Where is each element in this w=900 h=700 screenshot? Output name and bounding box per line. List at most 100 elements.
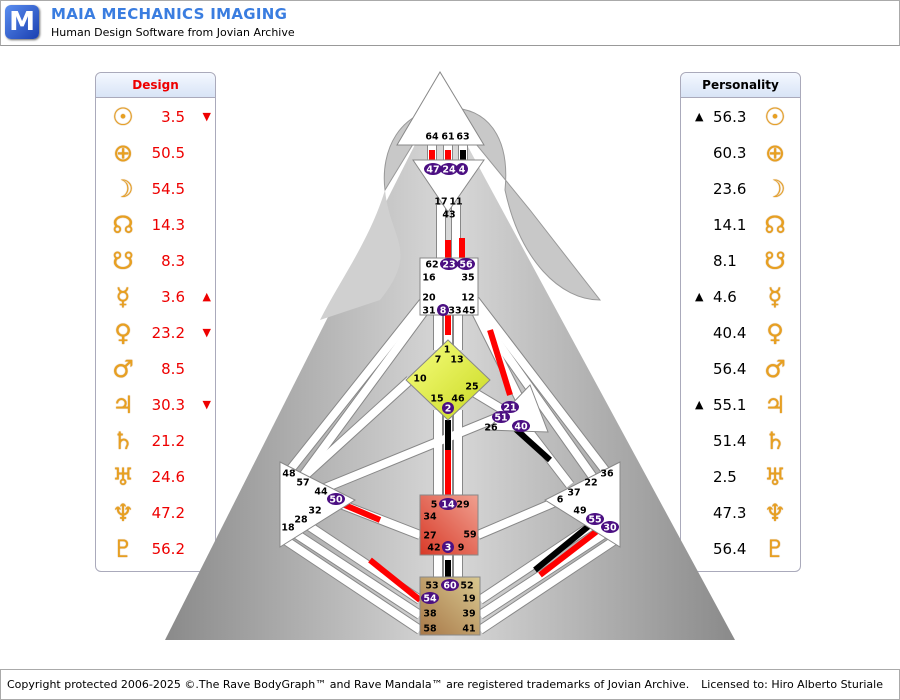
gate-56[interactable]: 56 <box>457 258 475 271</box>
venus-icon: ♀ <box>766 319 784 347</box>
gate-11[interactable]: 11 <box>449 197 462 208</box>
gate-badge <box>457 258 475 270</box>
planet-value: 47.2 <box>151 504 185 522</box>
gate-number: 42 <box>427 543 440 554</box>
gate-8[interactable]: 8 <box>437 304 449 317</box>
spleen-center <box>279 461 357 548</box>
gate-7[interactable]: 7 <box>435 355 442 366</box>
gate-number: 15 <box>430 394 443 405</box>
gate-19[interactable]: 19 <box>462 594 475 605</box>
gate-60[interactable]: 60 <box>441 579 459 592</box>
planet-value: 3.5 <box>161 108 185 126</box>
gate-number: 19 <box>462 594 475 605</box>
gate-64[interactable]: 64 <box>425 132 439 143</box>
gate-29[interactable]: 29 <box>456 500 469 511</box>
planet-value: 23.2 <box>151 324 185 342</box>
planet-row-uranus: ♅24.6 <box>96 459 215 495</box>
gate-32[interactable]: 32 <box>308 506 321 517</box>
planet-row-earth: ⊕60.3 <box>681 135 800 171</box>
gate-30[interactable]: 30 <box>601 521 619 534</box>
gate-44[interactable]: 44 <box>314 487 328 498</box>
gate-2[interactable]: 2 <box>442 402 454 415</box>
gate-17[interactable]: 17 <box>434 197 447 208</box>
gate-35[interactable]: 35 <box>461 273 474 284</box>
gate-badge <box>439 498 457 510</box>
gate-22[interactable]: 22 <box>584 478 597 489</box>
gate-39[interactable]: 39 <box>462 609 475 620</box>
gate-10[interactable]: 10 <box>413 374 427 385</box>
gate-number: 28 <box>294 515 308 526</box>
gate-13[interactable]: 13 <box>450 355 463 366</box>
gate-28[interactable]: 28 <box>294 515 308 526</box>
gate-4[interactable]: 4 <box>456 163 468 176</box>
gate-58[interactable]: 58 <box>423 624 437 635</box>
gate-42[interactable]: 42 <box>427 543 440 554</box>
gate-25[interactable]: 25 <box>465 382 478 393</box>
gate-62[interactable]: 62 <box>425 260 438 271</box>
gate-61[interactable]: 61 <box>441 132 454 143</box>
planet-row-saturn: ♄51.4 <box>681 423 800 459</box>
gate-26[interactable]: 26 <box>484 423 498 434</box>
gate-37[interactable]: 37 <box>567 488 580 499</box>
gate-badge <box>442 402 454 414</box>
venus-icon: ♀ <box>114 319 132 347</box>
gate-43[interactable]: 43 <box>442 210 455 221</box>
gate-6[interactable]: 6 <box>557 495 564 506</box>
gate-21[interactable]: 21 <box>501 401 519 414</box>
gate-27[interactable]: 27 <box>423 531 436 542</box>
uranus-icon: ♅ <box>764 463 786 491</box>
gate-24[interactable]: 24 <box>440 163 458 176</box>
gate-3[interactable]: 3 <box>442 541 454 554</box>
channel <box>282 536 423 634</box>
gate-50[interactable]: 50 <box>327 493 345 506</box>
exalted-triangle-icon: ▲ <box>695 110 704 123</box>
gate-number: 3 <box>445 543 452 554</box>
gate-55[interactable]: 55 <box>586 513 604 526</box>
planet-value: 47.3 <box>713 504 747 522</box>
gate-40[interactable]: 40 <box>512 420 530 433</box>
copyright-text: Copyright protected 2006-2025 ©.The Rave… <box>7 678 690 691</box>
gate-47[interactable]: 47 <box>424 163 442 176</box>
gate-1[interactable]: 1 <box>444 345 451 356</box>
gate-51[interactable]: 51 <box>492 411 510 424</box>
gate-14[interactable]: 14 <box>439 498 457 511</box>
gate-34[interactable]: 34 <box>423 512 437 523</box>
gate-9[interactable]: 9 <box>458 543 465 554</box>
pluto-icon: ♇ <box>764 535 786 563</box>
gate-12[interactable]: 12 <box>461 293 474 304</box>
gate-31[interactable]: 31 <box>422 306 435 317</box>
exalted-triangle-icon: ▲ <box>695 398 704 411</box>
gate-52[interactable]: 52 <box>460 581 473 592</box>
gate-36[interactable]: 36 <box>600 469 614 480</box>
gate-41[interactable]: 41 <box>462 624 475 635</box>
gate-number: 8 <box>440 306 447 317</box>
mars-icon: ♂ <box>764 355 786 383</box>
gate-number: 55 <box>588 515 601 526</box>
planet-value: 3.6 <box>161 288 185 306</box>
gate-46[interactable]: 46 <box>451 394 465 405</box>
gate-number: 32 <box>308 506 321 517</box>
gate-18[interactable]: 18 <box>281 523 295 534</box>
gate-59[interactable]: 59 <box>463 530 476 541</box>
planet-value: 56.3 <box>713 108 747 126</box>
gate-20[interactable]: 20 <box>422 293 436 304</box>
gate-63[interactable]: 63 <box>456 132 469 143</box>
gate-49[interactable]: 49 <box>573 506 586 517</box>
gate-53[interactable]: 53 <box>425 581 438 592</box>
gate-23[interactable]: 23 <box>440 258 458 271</box>
gate-33[interactable]: 33 <box>448 306 461 317</box>
gate-57[interactable]: 57 <box>296 478 309 489</box>
planet-value: 50.5 <box>151 144 185 162</box>
app-header: M MAIA MECHANICS IMAGING Human Design So… <box>0 0 900 46</box>
gate-number: 27 <box>423 531 436 542</box>
gate-16[interactable]: 16 <box>422 273 436 284</box>
head-center <box>396 71 485 146</box>
gate-48[interactable]: 48 <box>282 469 296 480</box>
gate-5[interactable]: 5 <box>431 500 438 511</box>
planet-row-saturn: ♄21.2 <box>96 423 215 459</box>
gate-45[interactable]: 45 <box>462 306 475 317</box>
gate-38[interactable]: 38 <box>423 609 437 620</box>
gate-54[interactable]: 54 <box>421 592 439 605</box>
design-panel: Design ☉3.5▼⊕50.5☽54.5☊14.3☋8.3☿3.6▲♀23.… <box>95 72 216 572</box>
gate-15[interactable]: 15 <box>430 394 443 405</box>
